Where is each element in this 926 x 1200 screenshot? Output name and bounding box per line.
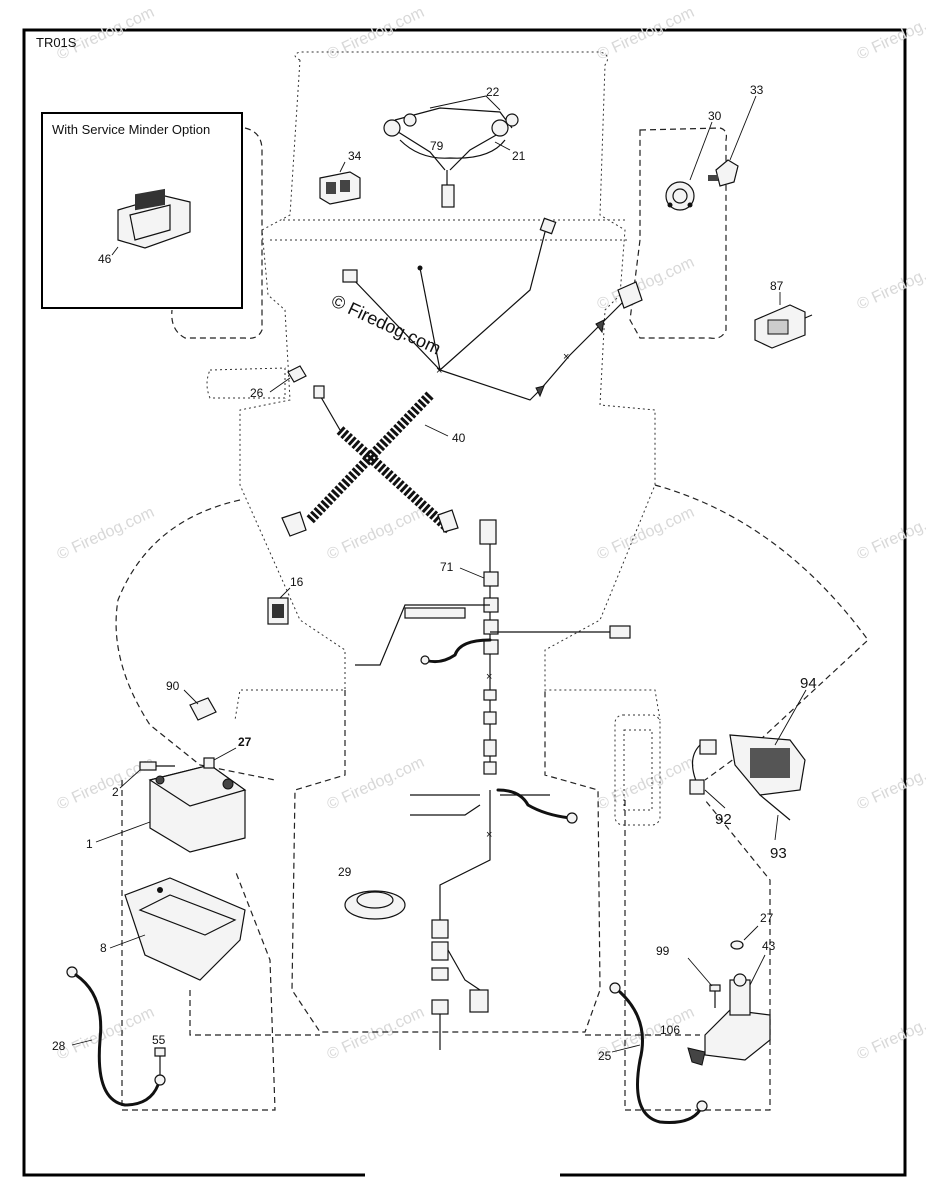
main-harness-40 (281, 385, 459, 537)
part-106-label: 106 (660, 1023, 680, 1037)
service-minder-module (117, 188, 191, 249)
part-92-label: 92 (715, 811, 732, 828)
watermark: © Firedog.com (325, 1004, 427, 1064)
watermark: © Firedog.com (595, 4, 697, 64)
part-22-label: 22 (486, 85, 500, 99)
bolt-55 (154, 1047, 166, 1075)
splice-mark: × (436, 365, 442, 377)
splice-mark: × (563, 351, 569, 363)
ignition-switch-30 (665, 181, 695, 211)
center-harness-71: × (355, 519, 631, 775)
lower-harness: × (410, 788, 578, 1050)
watermark: © Firedog.com (325, 504, 427, 564)
part-27-label: 27 (238, 735, 252, 749)
part-29-label: 29 (338, 865, 352, 879)
key-33 (708, 159, 739, 187)
switch-assembly-94 (689, 734, 806, 821)
screw-99 (709, 984, 721, 1008)
splice-mark: × (486, 829, 492, 841)
connector-26 (287, 365, 307, 383)
part-27-right-label: 27 (760, 911, 774, 925)
watermark: © Firedog.com (595, 254, 697, 314)
watermark: © Firedog.com (55, 504, 157, 564)
battery-cable-28 (66, 966, 166, 1107)
part-34-label: 34 (348, 149, 362, 163)
part-94-label: 94 (800, 675, 817, 692)
part-1-label: 1 (86, 837, 93, 851)
watermark: © Firedog.com (855, 254, 926, 314)
part-71-label: 71 (440, 560, 454, 574)
part-43-label: 43 (762, 939, 776, 953)
part-90-label: 90 (166, 679, 180, 693)
battery-cable-25 (609, 982, 708, 1124)
part-40-label: 40 (452, 431, 466, 445)
watermark: © Firedog.com (595, 504, 697, 564)
watermark: © Firedog.com (855, 1004, 926, 1064)
part-16-component (267, 597, 289, 625)
nut-27-right (730, 940, 744, 950)
tractor-outline (115, 51, 869, 1111)
watermark: © Firedog.com (855, 4, 926, 64)
part-16-label: 16 (290, 575, 304, 589)
battery-bolt-2 (139, 761, 175, 771)
splice-mark: × (486, 671, 492, 683)
part-106-component (687, 1047, 706, 1066)
part-33-label: 33 (750, 83, 764, 97)
part-46-label: 46 (98, 252, 112, 266)
watermark: © Firedog.com (55, 1004, 157, 1064)
watermark: © Firedog.com (855, 504, 926, 564)
part-28-label: 28 (52, 1039, 66, 1053)
part-2-label: 2 (112, 785, 119, 799)
watermark: © Firedog.com (595, 754, 697, 814)
upper-harness: × × (342, 217, 643, 401)
horn-29 (344, 890, 406, 920)
relay-87 (754, 304, 813, 349)
service-minder-inset: With Service Minder Option 46 (41, 112, 243, 309)
battery-1 (148, 764, 247, 853)
part-90-component (189, 697, 217, 721)
part-99-label: 99 (656, 944, 670, 958)
part-79-label: 79 (430, 139, 444, 153)
watermark: © Firedog.com (55, 4, 157, 64)
part-30-label: 30 (708, 109, 722, 123)
watermark: © Firedog.com (855, 754, 926, 814)
headlight-assembly (383, 107, 519, 208)
part-25-label: 25 (598, 1049, 612, 1063)
diagram-code: TR01S (36, 35, 77, 50)
battery-tray-8 (124, 877, 246, 981)
part-8-label: 8 (100, 941, 107, 955)
switch-34 (319, 171, 361, 205)
solenoid-43 (704, 973, 771, 1061)
watermark: © Firedog.com (325, 4, 427, 64)
part-87-label: 87 (770, 279, 784, 293)
part-55-label: 55 (152, 1033, 166, 1047)
inset-title: With Service Minder Option (52, 122, 210, 137)
page-border (22, 28, 907, 1177)
part-93-label: 93 (770, 845, 787, 862)
watermark: © Firedog.com (325, 754, 427, 814)
battery-nut-27 (203, 757, 215, 769)
part-21-label: 21 (512, 149, 526, 163)
part-26-label: 26 (250, 386, 264, 400)
